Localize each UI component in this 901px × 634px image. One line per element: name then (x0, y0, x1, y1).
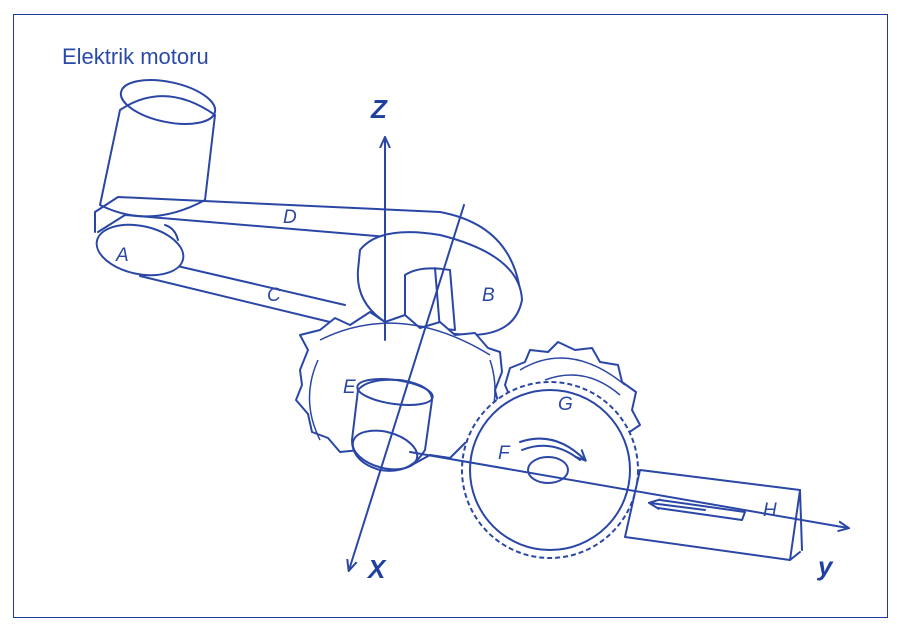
label-f: F (498, 443, 511, 464)
gear-f (461, 381, 639, 559)
axis-y (409, 451, 848, 528)
label-b: B (482, 285, 495, 306)
label-e: E (343, 377, 356, 398)
axis-label-x: X (366, 554, 387, 584)
label-g: G (558, 394, 573, 415)
diagram-frame (13, 14, 888, 618)
rack-h (624, 469, 803, 561)
label-a: A (115, 245, 129, 266)
axis-label-y: y (816, 551, 834, 581)
label-d: D (283, 207, 297, 228)
electric-motor (99, 79, 217, 218)
label-c: C (267, 285, 281, 306)
axis-x (349, 204, 465, 570)
diagram-title: Elektrik motoru (62, 44, 209, 69)
axis-label-z: Z (370, 94, 388, 124)
label-h: H (763, 500, 777, 521)
belt (94, 196, 521, 323)
pulley-a (95, 223, 185, 277)
